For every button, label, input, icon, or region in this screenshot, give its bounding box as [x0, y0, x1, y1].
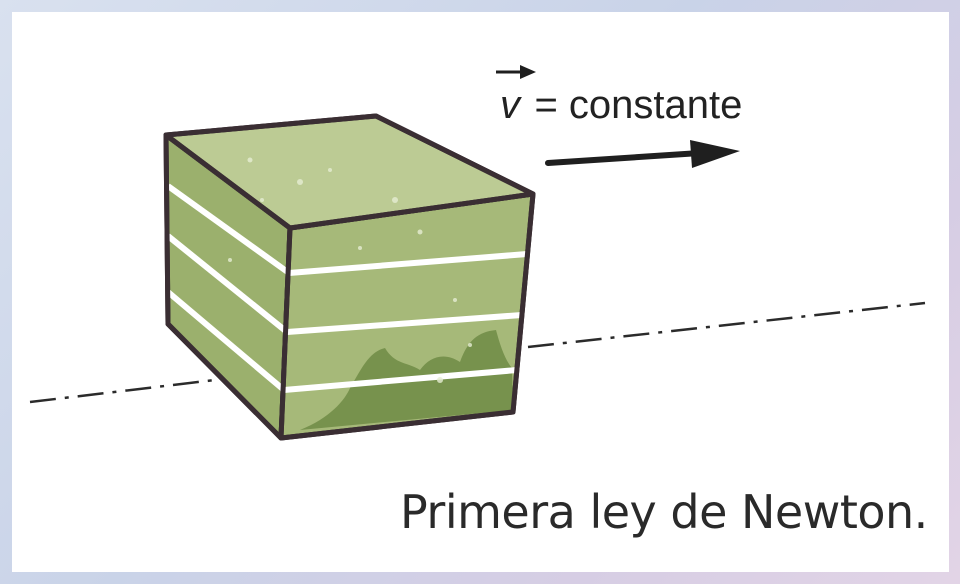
vector-arrow-icon — [496, 65, 536, 79]
block-stripe — [288, 251, 528, 276]
caption: Primera ley de Newton. — [400, 485, 928, 539]
block-speckles — [228, 157, 472, 383]
block-stripe — [283, 367, 518, 393]
block-stripe — [166, 233, 289, 335]
velocity-variable: v — [500, 83, 522, 127]
motion-axis-right — [527, 301, 926, 349]
velocity-arrow — [545, 140, 740, 168]
block-stripe — [286, 312, 523, 335]
block-stripe — [166, 183, 291, 276]
block-edge — [278, 227, 293, 439]
equation-rest: = constante — [534, 83, 742, 127]
block-edge — [289, 191, 534, 231]
block-stripe — [166, 289, 286, 393]
block — [163, 113, 536, 441]
block-edge — [164, 133, 292, 230]
equation-label: v = constante — [500, 83, 742, 127]
block-outline — [163, 113, 536, 441]
motion-axis-left — [29, 378, 216, 404]
